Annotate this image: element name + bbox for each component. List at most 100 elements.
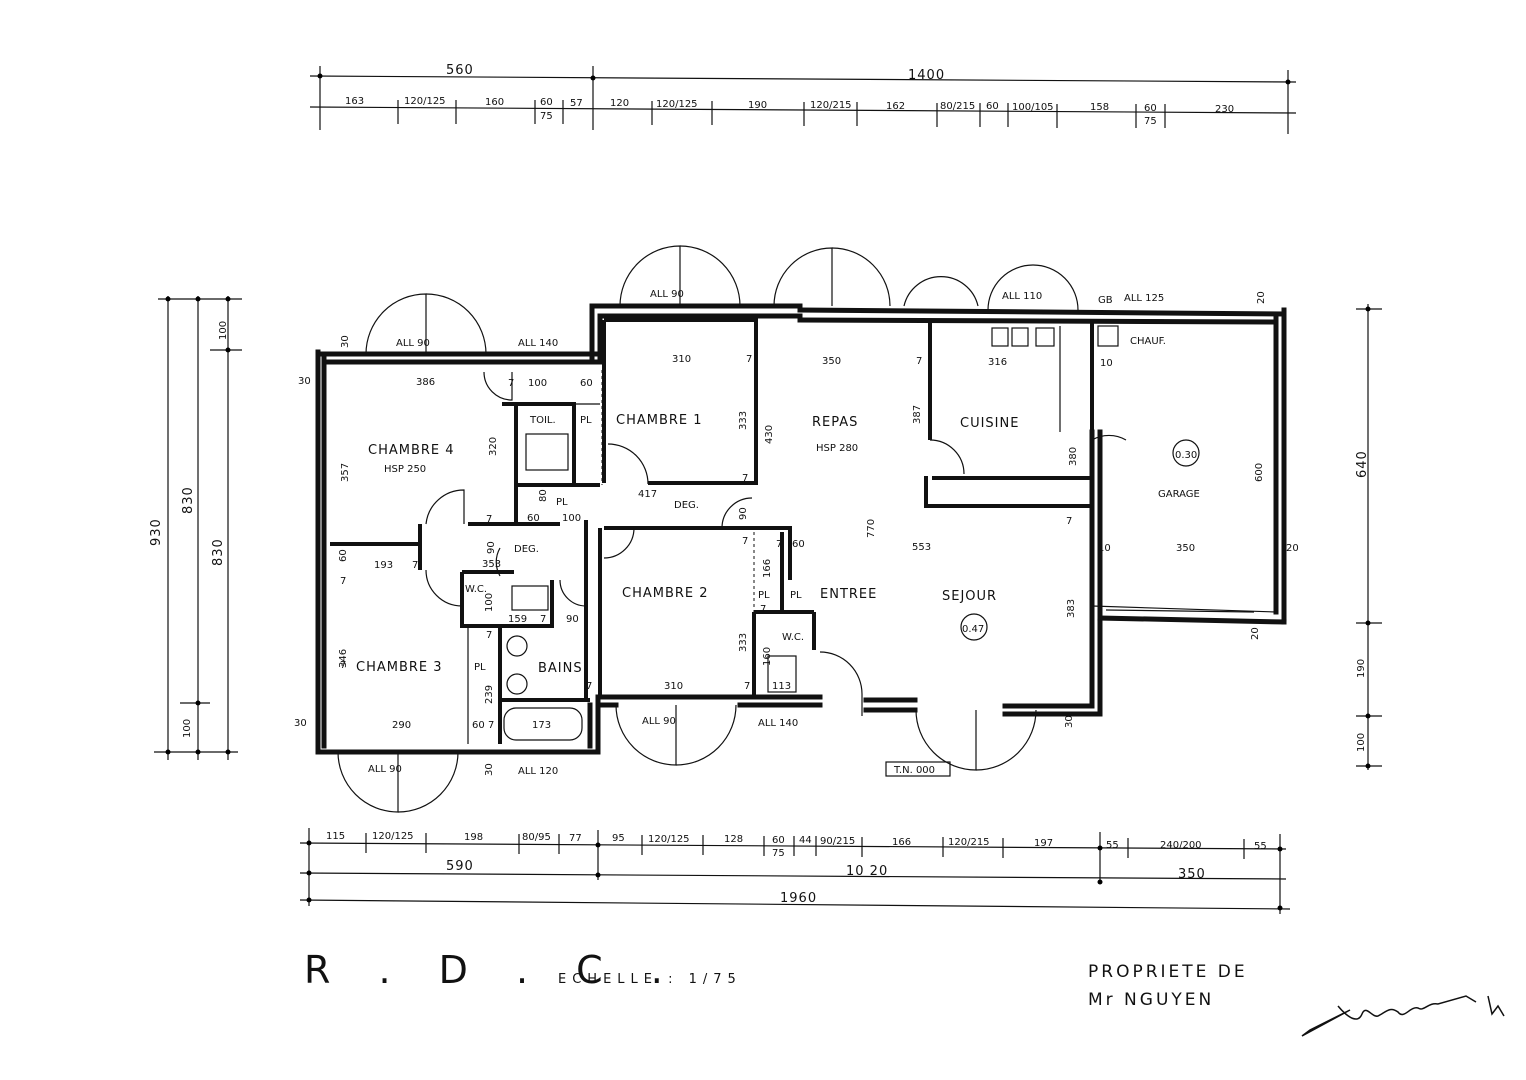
room-cuisine: CUISINE: [960, 416, 1019, 431]
door-swings: [337, 245, 1255, 813]
dim-160: 160: [762, 647, 773, 666]
top-seg-4: 75: [540, 111, 553, 122]
room-chambre-2: CHAMBRE 2: [622, 586, 709, 601]
dim-770: 770: [866, 519, 877, 538]
dim-7h: 7: [776, 539, 782, 550]
plan-title: R . D . C .: [304, 948, 681, 992]
dim-350b: 350: [1176, 543, 1195, 554]
top-seg-11: 80/215: [940, 101, 975, 112]
dim-60c: 60: [527, 513, 540, 524]
dim-90c: 90: [486, 541, 497, 554]
dim-430: 430: [764, 425, 775, 444]
opening-all90-ch3: ALL 90: [368, 764, 402, 775]
level-tag: T.N. 000: [893, 765, 935, 776]
room-pl-ch2: PL: [758, 590, 770, 601]
dim-386: 386: [416, 377, 435, 388]
left-outer-930: 930: [149, 518, 164, 546]
room-chambre-4: CHAMBRE 4: [368, 443, 455, 458]
left-dimension-chain: 930 830 830 100 100: [149, 296, 242, 760]
top-seg-8: 190: [748, 100, 767, 111]
room-pl-entree: PL: [790, 590, 802, 601]
bot-seg-3: 80/95: [522, 832, 551, 843]
dim-60b: 60: [580, 378, 593, 389]
dim-100c: 100: [484, 593, 495, 612]
dim-7i: 7: [1066, 516, 1072, 527]
opening-all90-ch4: ALL 90: [396, 338, 430, 349]
bot-seg-9: 75: [772, 848, 785, 859]
room-labels: CHAMBRE 4 HSP 250 CHAMBRE 3 CHAMBRE 1 CH…: [356, 295, 1200, 776]
bot-seg-14: 197: [1034, 838, 1053, 849]
right-dimension-chain: 640 190 100: [1355, 304, 1382, 770]
opening-all140-wc: ALL 140: [758, 718, 798, 729]
owner-line-2: Mr NGUYEN: [1088, 990, 1215, 1010]
dim-30e: 30: [1064, 715, 1075, 728]
dim-10b: 10: [1098, 543, 1111, 554]
bot-seg-4: 77: [569, 833, 582, 844]
dim-193: 193: [374, 560, 393, 571]
dim-290: 290: [392, 720, 411, 731]
top-ticks: [397, 100, 1166, 128]
top-seg-6: 120: [610, 98, 629, 109]
bot-seg-11: 90/215: [820, 836, 855, 847]
top-seg-12: 60: [986, 101, 999, 112]
dim-353: 353: [482, 559, 501, 570]
dim-90b: 90: [566, 614, 579, 625]
dim-30c: 30: [294, 718, 307, 729]
dim-7l: 7: [540, 614, 546, 625]
left-top-100: 100: [218, 321, 229, 340]
top-seg-13: 100/105: [1012, 102, 1054, 113]
dim-7m: 7: [486, 630, 492, 641]
room-chambre-4-hsp: HSP 250: [384, 464, 426, 475]
top-seg-16: 75: [1144, 116, 1157, 127]
opening-labels: ALL 90 ALL 140 ALL 90 ALL 110 ALL 125 AL…: [368, 289, 1164, 777]
room-bains: BAINS: [538, 661, 583, 676]
dim-30a: 30: [340, 335, 351, 348]
top-seg-3: 60: [540, 97, 553, 108]
room-deg-1: DEG.: [674, 500, 699, 511]
opening-all120-bains: ALL 120: [518, 766, 558, 777]
top-seg-10: 162: [886, 101, 905, 112]
bottom-dimension-chain: 115 120/125 198 80/95 77 95 120/125 128 …: [299, 828, 1291, 914]
opening-all140-toil: ALL 140: [518, 338, 558, 349]
room-pl-bains: PL: [474, 662, 486, 673]
bot-seg-17: 55: [1254, 841, 1267, 852]
dim-383: 383: [1066, 599, 1077, 618]
dim-357: 357: [340, 463, 351, 482]
dim-553: 553: [912, 542, 931, 553]
dim-7q: 7: [760, 604, 766, 615]
owner-line-1: PROPRIETE DE: [1088, 962, 1248, 982]
room-repas: REPAS: [812, 415, 858, 430]
dim-387: 387: [912, 405, 923, 424]
dim-7g: 7: [742, 536, 748, 547]
opening-all90-ch1: ALL 90: [650, 289, 684, 300]
level-sejour: 0.47: [962, 624, 984, 635]
dim-10a: 10: [1100, 358, 1113, 369]
right-top-640: 640: [1355, 450, 1370, 478]
dim-100b: 100: [562, 513, 581, 524]
dim-600: 600: [1254, 463, 1265, 482]
bot-seg-0: 115: [326, 831, 345, 842]
dim-333a: 333: [738, 411, 749, 430]
dim-7d: 7: [916, 356, 922, 367]
top-seg-14: 158: [1090, 102, 1109, 113]
dim-7j: 7: [340, 576, 346, 587]
signature: [1301, 995, 1505, 1037]
dim-60d: 60: [792, 539, 805, 550]
dim-310a: 310: [672, 354, 691, 365]
dim-320: 320: [488, 437, 499, 456]
dim-20a: 20: [1256, 291, 1267, 304]
bot-seg-8: 60: [772, 835, 785, 846]
left-inner-830: 830: [211, 538, 226, 566]
bot-mid-left: 590: [446, 859, 474, 874]
top-seg-0: 163: [345, 96, 364, 107]
bot-seg-7: 128: [724, 834, 743, 845]
room-pl-toil: PL: [580, 415, 592, 426]
dim-60a: 60: [338, 549, 349, 562]
room-wc-1: W.C.: [465, 584, 487, 595]
dim-7o: 7: [586, 681, 592, 692]
room-gb: GB: [1098, 295, 1113, 306]
dim-7f: 7: [742, 473, 748, 484]
top-seg-17: 230: [1215, 104, 1234, 115]
dim-310b: 310: [664, 681, 683, 692]
